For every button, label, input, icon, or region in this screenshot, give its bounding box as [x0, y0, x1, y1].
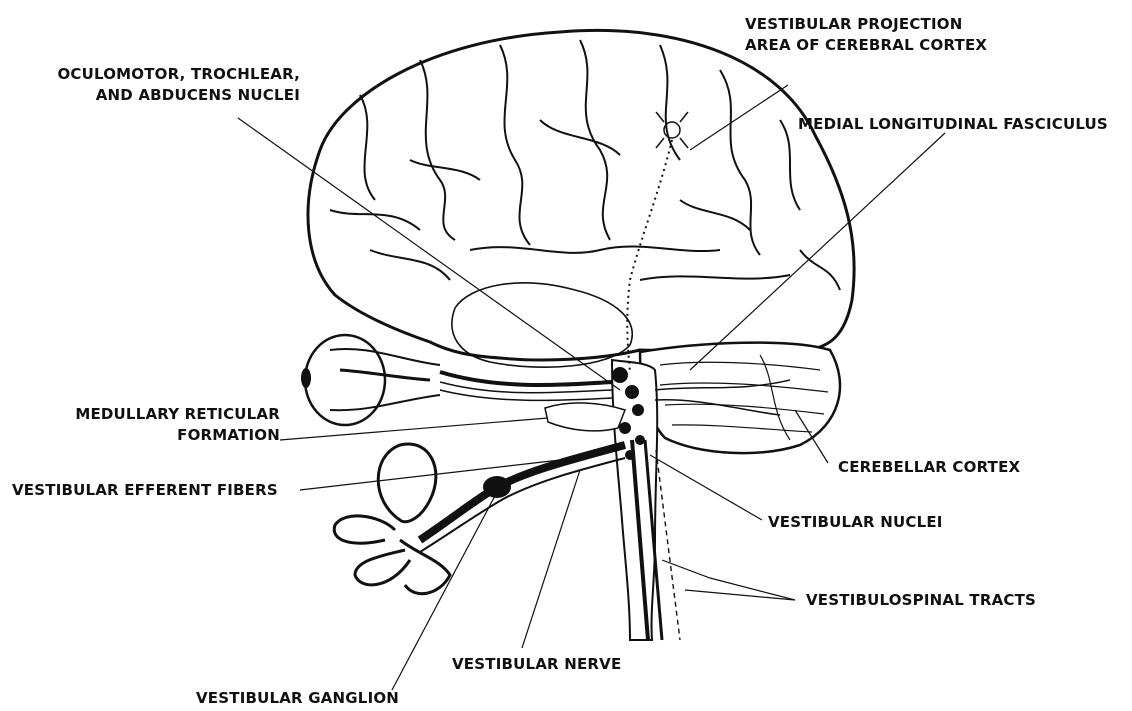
cerebrum-outline: [308, 30, 854, 360]
leader-nuclei: [650, 455, 762, 520]
label-vestibular-projection: VESTIBULAR PROJECTION AREA OF CEREBRAL C…: [745, 14, 987, 56]
label-vestibular-nerve: VESTIBULAR NERVE: [452, 654, 621, 675]
label-vestibular-projection-line2: AREA OF CEREBRAL CORTEX: [745, 35, 987, 56]
leader-spinal-2: [685, 590, 795, 600]
leader-medullary: [280, 418, 548, 440]
cerebellum: [640, 343, 840, 453]
label-oculomotor-line1: OCULOMOTOR, TROCHLEAR,: [40, 64, 300, 85]
inner-ear-labyrinth: [334, 444, 450, 594]
eye-illustration: [301, 335, 440, 425]
label-medial-longitudinal-fasciculus: MEDIAL LONGITUDINAL FASCICULUS: [798, 114, 1108, 135]
label-vestibular-nuclei: VESTIBULAR NUCLEI: [768, 512, 943, 533]
label-cerebellar-cortex: CEREBELLAR CORTEX: [838, 457, 1020, 478]
label-vestibular-efferent-fibers: VESTIBULAR EFFERENT FIBERS: [12, 480, 278, 501]
label-oculomotor-line2: AND ABDUCENS NUCLEI: [40, 85, 300, 106]
label-vestibular-projection-line1: VESTIBULAR PROJECTION: [745, 14, 987, 35]
label-oculomotor-nuclei: OCULOMOTOR, TROCHLEAR, AND ABDUCENS NUCL…: [40, 64, 300, 106]
reticular-formation-region: [545, 403, 625, 431]
label-vestibulospinal-tracts: VESTIBULOSPINAL TRACTS: [806, 590, 1036, 611]
label-medullary-reticular-formation: MEDULLARY RETICULAR FORMATION: [40, 404, 280, 446]
label-medullary-line2: FORMATION: [40, 425, 280, 446]
leader-nerve: [522, 470, 580, 648]
label-medullary-line1: MEDULLARY RETICULAR: [40, 404, 280, 425]
vestibular-nerve-trunk: [420, 445, 625, 552]
oculomotor-fibers: [440, 372, 612, 400]
label-vestibular-ganglion: VESTIBULAR GANGLION: [196, 688, 399, 709]
